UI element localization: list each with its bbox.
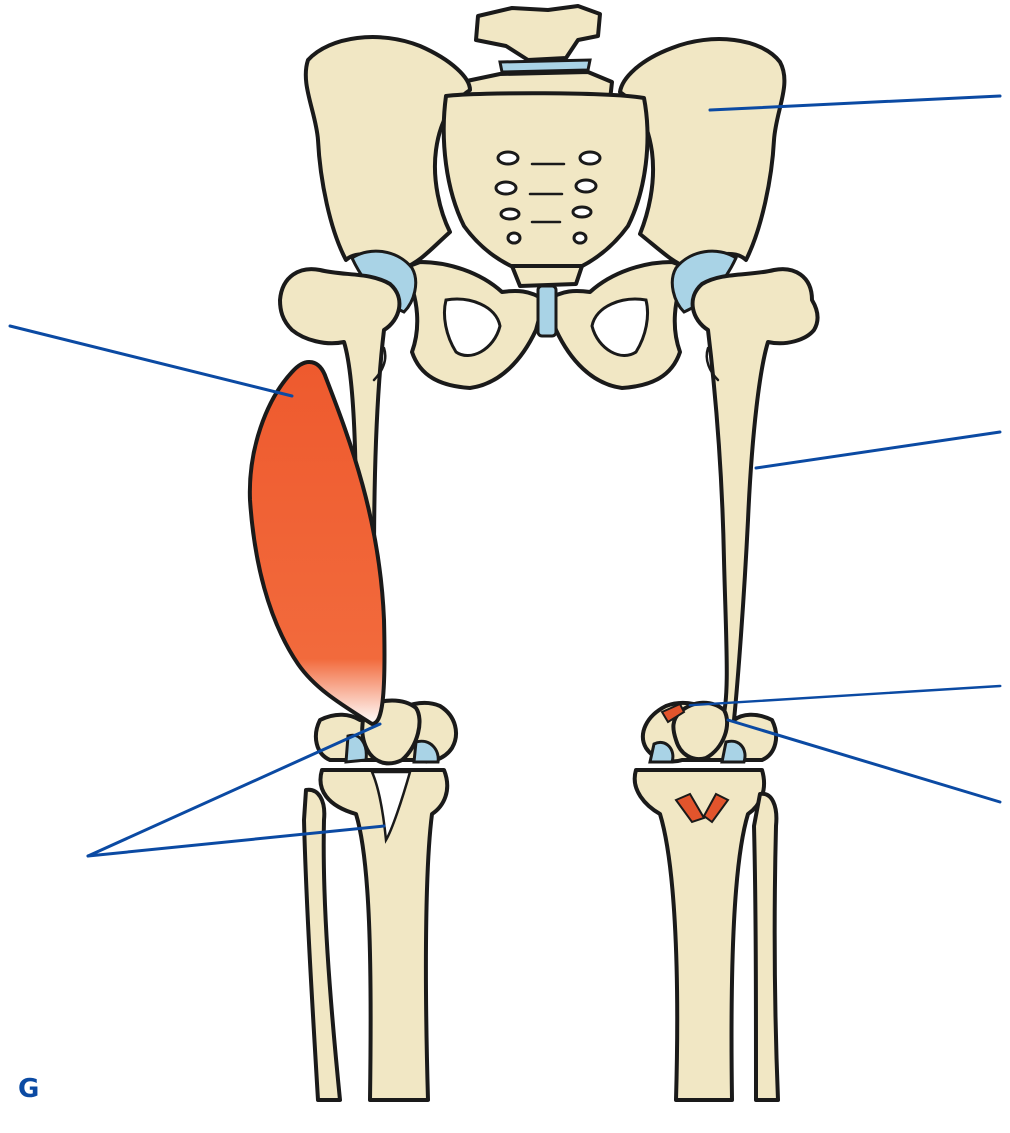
left-tibia-fibula: [304, 770, 447, 1100]
leader-line-patella-right: [728, 720, 1000, 802]
panel-letter: G: [18, 1074, 39, 1104]
sacrum: [444, 93, 648, 270]
leader-line-tendon-left: [88, 826, 384, 856]
coccyx: [512, 266, 582, 286]
leader-line-muscle: [10, 326, 292, 396]
right-tibia-fibula: [635, 770, 778, 1100]
leader-line-femur-shaft: [756, 432, 1000, 468]
pubic-symphysis: [538, 286, 556, 336]
